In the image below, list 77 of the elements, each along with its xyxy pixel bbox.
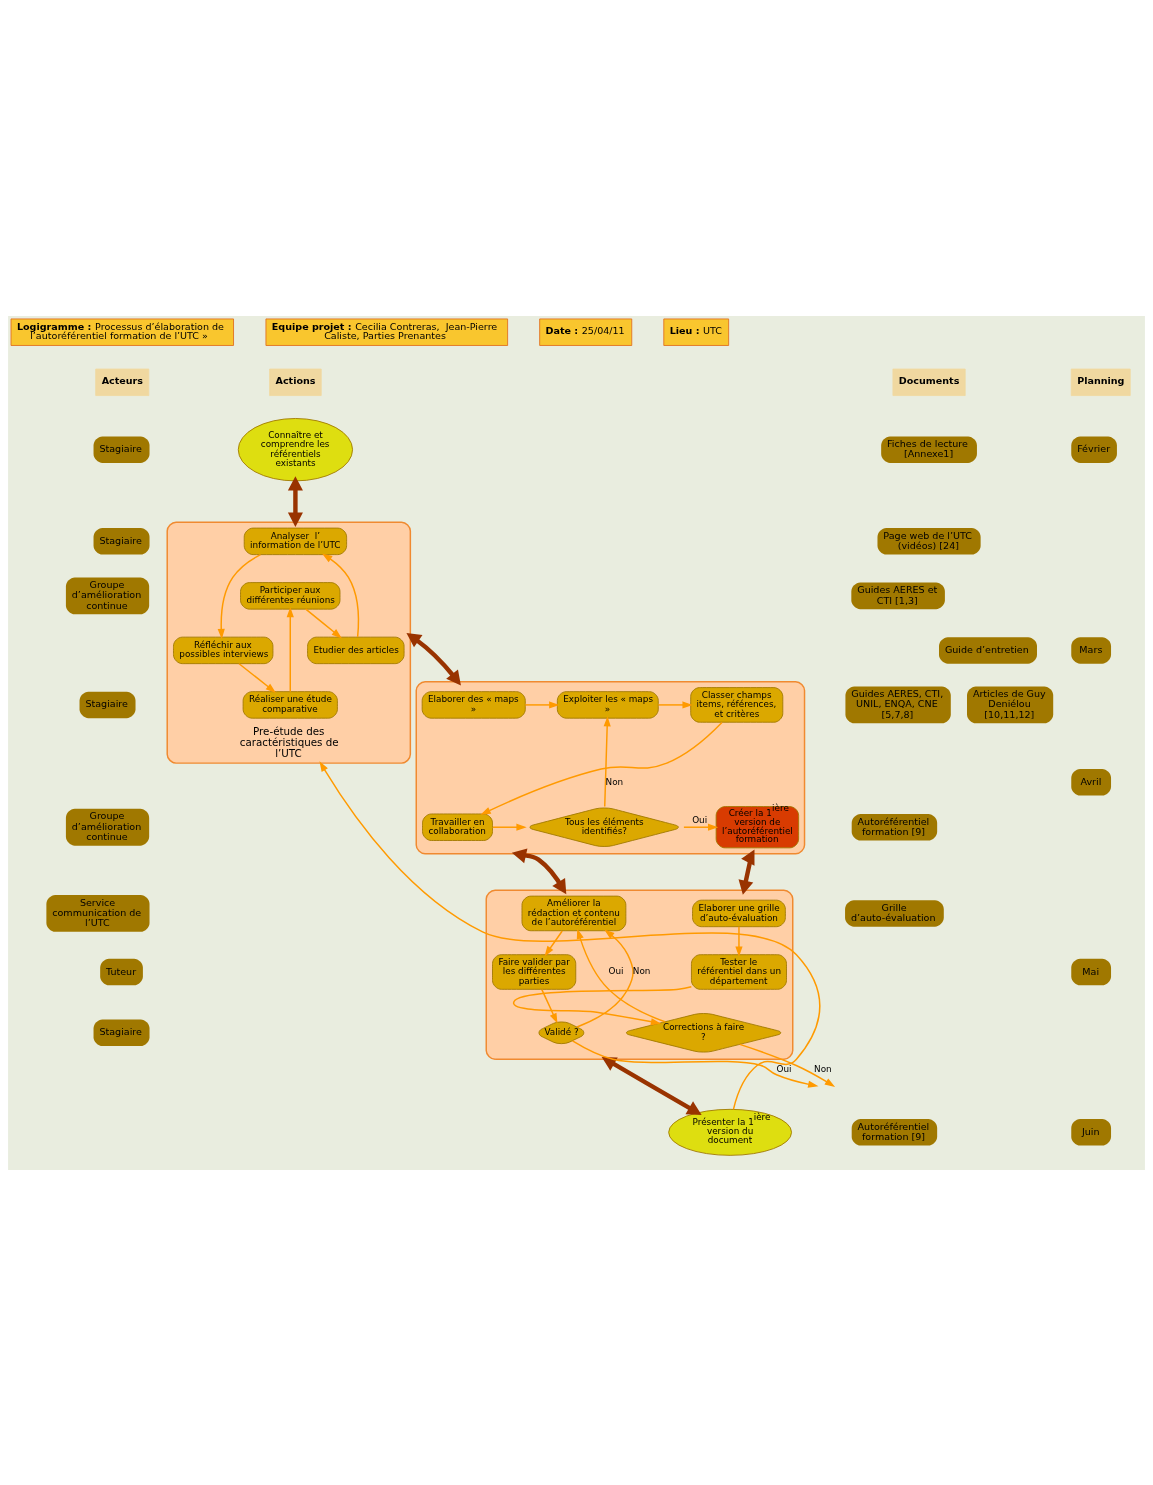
node-box: Elaborer une grille d’auto-évaluation [692,899,786,927]
label: Guides AERES et CTI [1,3] [857,583,938,606]
label: Juin [1081,1125,1100,1137]
label: Logigramme : Processus d’élaboration de l’autoréférentiel formation de l’UTC » [16,320,224,341]
arrow [657,700,693,709]
label: Mars [1079,643,1103,655]
label: Page web de l’UTC (vidéos) [24] [883,529,973,551]
arrow [217,553,262,639]
arrow [576,929,634,1028]
node-box: Réaliser une étude comparative [242,690,338,719]
label: Equipe projet : Cecilia Contreras, Jean-Pierre Caliste, Parties Prenantes [271,320,498,341]
label: Avril [1080,775,1102,787]
arrow [406,632,461,685]
node-box: Etudier des articles [307,636,405,664]
arrow [541,988,558,1024]
label: Stagiaire [99,442,142,454]
cluster [485,889,794,1060]
label: Lieu : UTC [669,324,722,336]
arrow [738,849,755,895]
edge-label: Non [814,1063,832,1074]
label: Date : 25/04/11 [545,324,625,336]
label: Guides AERES, CTI, UNIL, ENQA, CNE [5,7,8] [851,687,944,720]
label: Fiches de lecture [Annexe1] [887,437,968,459]
node-box: Exploiter les « maps » [556,690,659,719]
label: Grille d’auto-évaluation [850,901,936,923]
edge-label: Oui [776,1063,792,1074]
arrow [739,1043,836,1087]
node-box: Participer aux différentes réunions [240,581,341,610]
node-box: Réfléchir aux possibles interviews [173,636,274,664]
label: Stagiaire [99,1025,142,1037]
label: Autoréférentiel formation [9] [857,815,930,837]
label: Planning [1077,374,1125,386]
node-box: Analyser l’ information de l’UTC [243,527,348,555]
label: Stagiaire [85,697,128,709]
cluster [415,680,806,854]
label: Groupe d’amélioration continue [71,578,142,611]
edge-label: Non [605,776,624,787]
arrow [319,760,821,1110]
arrow [603,715,611,807]
arrow [524,700,560,709]
edge-label: Oui [692,814,708,825]
edge-label: Non [632,965,651,976]
edge-label: Oui [608,965,624,976]
arrow [287,475,303,527]
arrow [511,847,567,894]
arrow [571,1039,819,1088]
label: Guide d’entretien [944,643,1029,655]
label: Mai [1082,965,1100,977]
label: Autoréférentiel formation [9] [857,1120,930,1142]
label: Actions [275,374,316,386]
arrow [492,823,527,831]
arrow [683,823,719,831]
label: Documents [898,374,960,386]
node-box: Améliorer la rédaction et contenu de l’autoréférentiel [521,895,627,931]
label: Service communication de l’UTC [52,896,142,928]
arrow [576,928,666,1022]
label: Articles de Guy Deniélou [10,11,12] [972,687,1046,720]
label: Tuteur [106,965,137,977]
arrow [601,1056,702,1115]
label: Stagiaire [99,534,142,546]
node-box: Faire valider par les différentes parties [492,953,577,990]
label: Groupe d’amélioration continue [71,809,142,842]
arrow [544,929,563,956]
node-box: Classer champs items, références, et critères [690,686,784,723]
arrow [480,721,723,815]
arrow [512,985,693,1025]
node-box: Elaborer des « maps » [421,690,526,719]
label: Acteurs [101,374,143,386]
node-ellipse: Connaître et comprendre les référentiels existants [237,417,353,481]
arrow [322,553,360,638]
node-box: Tester le référentiel dans un département [691,953,787,990]
label: Février [1077,442,1111,454]
arrow [238,662,276,693]
arrow [735,925,743,957]
arrow [286,606,294,692]
node-box: Travailler en collaboration [422,813,493,841]
arrow [305,607,342,638]
